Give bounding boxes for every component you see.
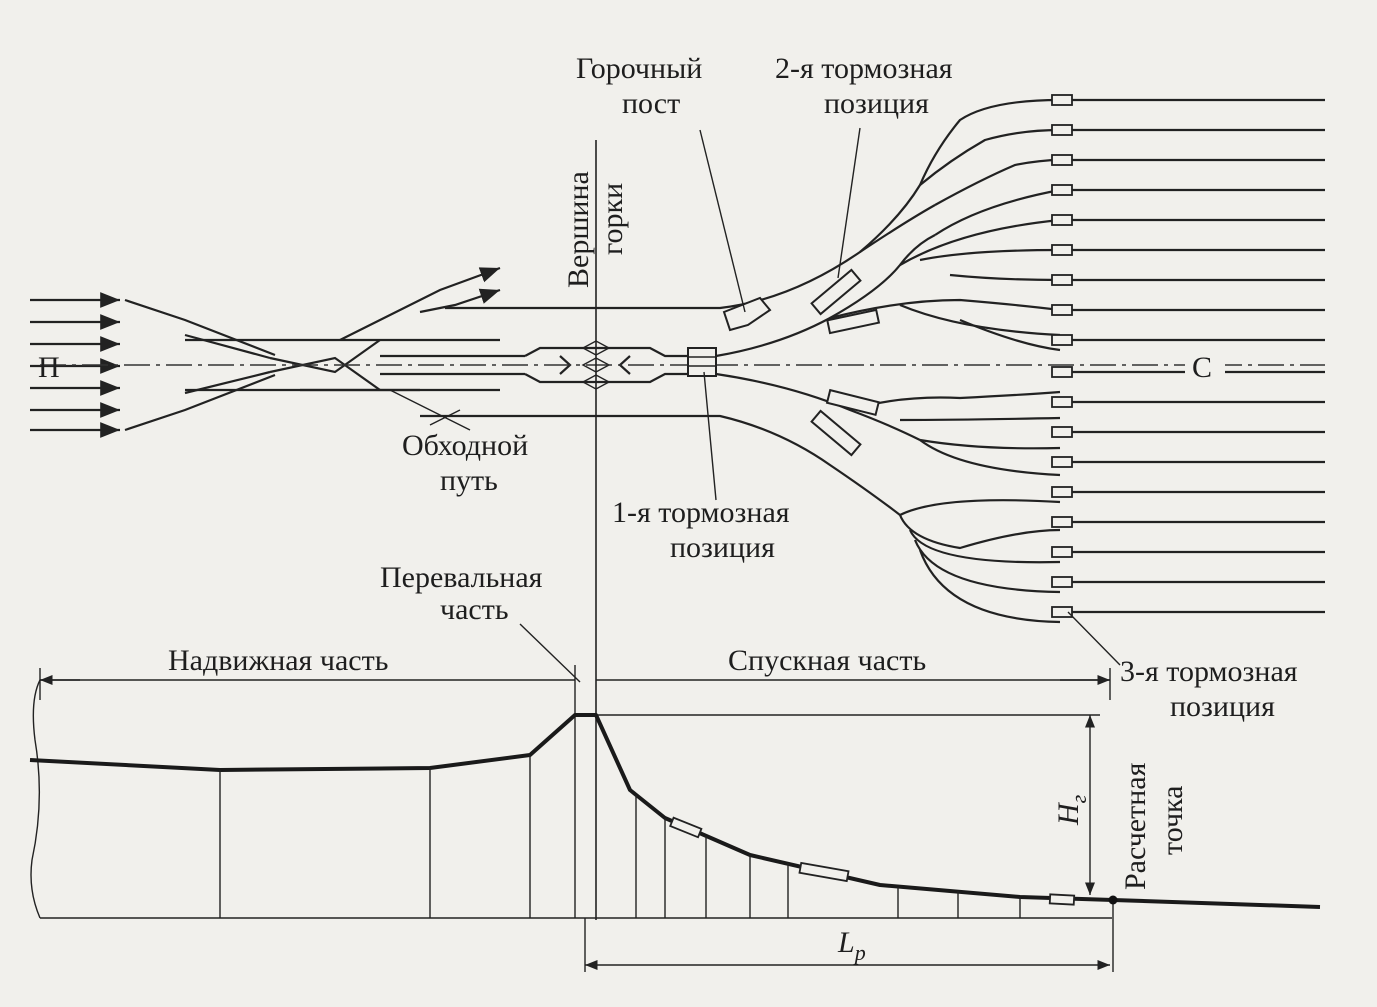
brake1-label-2: позиция xyxy=(670,531,775,564)
brake-position-3 xyxy=(1051,124,1073,136)
labels: П С Горочный пост 2-я тормозная позиция … xyxy=(38,52,1298,965)
hump-top-label-2: горки xyxy=(596,183,629,255)
brake-position-3 xyxy=(1051,184,1073,196)
brake-position-3 xyxy=(1051,366,1073,378)
brake-position-3 xyxy=(1051,516,1073,528)
profile-brakes xyxy=(669,816,1076,906)
bypass-label-1: Обходной xyxy=(402,429,528,462)
track-plan xyxy=(30,94,1325,920)
sorting-tracks xyxy=(1051,94,1325,618)
bypass-label-2: путь xyxy=(440,464,498,497)
brake-position-3 xyxy=(1051,304,1073,316)
length-label: Lр xyxy=(837,926,866,965)
entry-throat xyxy=(124,204,936,516)
brake3-label-1: 3-я тормозная xyxy=(1120,655,1298,688)
brake1-label-1: 1-я тормозная xyxy=(612,496,790,529)
crest-label-2: часть xyxy=(440,593,509,626)
longitudinal-profile xyxy=(29,665,1321,972)
brake-position-3 xyxy=(1051,214,1073,226)
hump-post-building xyxy=(722,296,772,332)
crest-label-1: Перевальная xyxy=(380,561,543,594)
brake-position-3 xyxy=(1051,606,1073,618)
brake-position-3 xyxy=(1051,426,1073,438)
brake-position-2 xyxy=(810,268,881,457)
brake-position-3 xyxy=(1051,274,1073,286)
brake-position-3 xyxy=(1051,486,1073,498)
brake-position-3 xyxy=(1051,456,1073,468)
brake-position-3 xyxy=(1051,396,1073,408)
brake-position-3 xyxy=(1051,154,1073,166)
leader-lines xyxy=(389,127,1121,683)
push-part-label: Надвижная часть xyxy=(168,644,388,677)
brake2-label-1: 2-я тормозная xyxy=(775,52,953,85)
descent-part-label: Спускная часть xyxy=(728,644,926,677)
brake-position-3 xyxy=(1051,546,1073,558)
hump-post-label-2: пост xyxy=(622,87,680,120)
entry-label: П xyxy=(38,351,60,384)
hump-approach xyxy=(380,340,700,390)
brake-position-1 xyxy=(687,347,717,377)
brake-position-3 xyxy=(1051,244,1073,256)
brake-position-3 xyxy=(1051,94,1073,106)
brake-position-3 xyxy=(1051,576,1073,588)
hump-top-label-1: Вершина xyxy=(562,171,595,288)
brake3-label-2: позиция xyxy=(1170,690,1275,723)
incoming-tracks xyxy=(30,292,120,438)
hump-post-label-1: Горочный xyxy=(576,52,702,85)
calc-point-label-1: Расчетная xyxy=(1119,762,1152,890)
yard-label: С xyxy=(1192,351,1212,384)
profile-verticals xyxy=(219,755,1021,918)
brake2-label-2: позиция xyxy=(824,87,929,120)
height-label: Hг xyxy=(1052,794,1091,826)
brake-position-3 xyxy=(1051,334,1073,346)
calc-point-label-2: точка xyxy=(1156,786,1189,855)
